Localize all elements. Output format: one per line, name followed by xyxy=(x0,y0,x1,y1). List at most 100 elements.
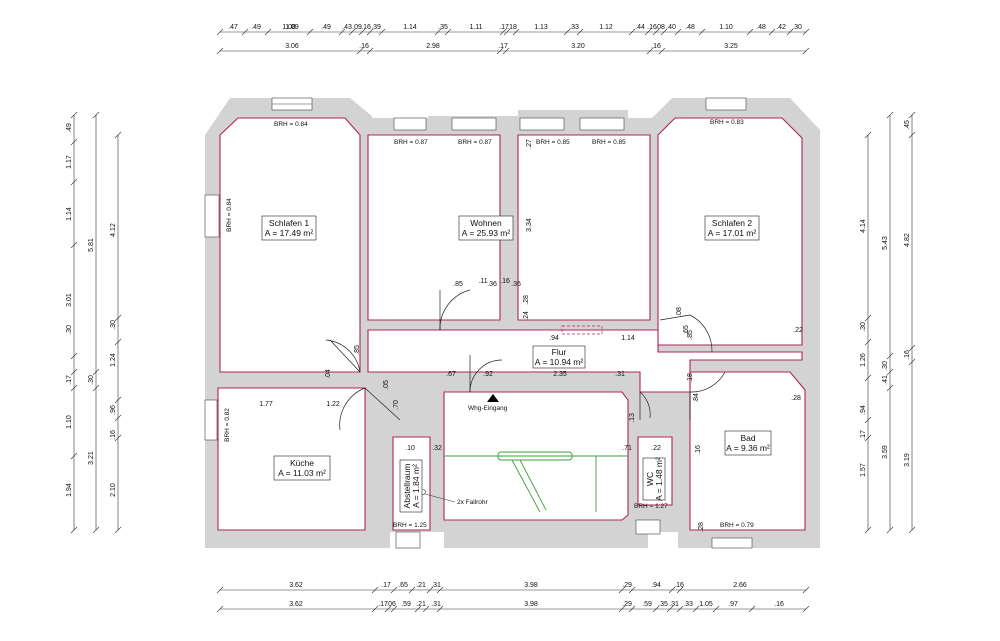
room-name-kueche: Küche xyxy=(290,458,314,468)
dim-label: .65 xyxy=(683,325,690,335)
dim-label: 1.17 xyxy=(66,155,73,169)
dim-label: .45 xyxy=(904,120,911,130)
dim-label: 1.14 xyxy=(66,207,73,221)
dim-label: .92 xyxy=(483,371,493,378)
dim-label: 2.10 xyxy=(110,483,117,497)
dim-label: .16 xyxy=(500,278,510,285)
dim-label: .33 xyxy=(683,601,693,608)
dim-label: .30 xyxy=(882,361,889,371)
room-name-schlafen2: Schlafen 2 xyxy=(712,218,752,228)
brh-labels: BRH = 0.84 BRH = 0.84 BRH = 0.87 BRH = 0… xyxy=(224,119,754,529)
doors xyxy=(325,289,726,431)
dim-label: .17 xyxy=(378,601,388,608)
dim-label: .35 xyxy=(658,601,668,608)
dim-label: 4.14 xyxy=(860,219,867,233)
dim-label: .13 xyxy=(629,413,636,423)
dim-label: 1.26 xyxy=(860,353,867,367)
dim-label: .94 xyxy=(651,582,661,589)
dim-label: .09 xyxy=(352,24,362,31)
dim-label: .28 xyxy=(791,395,801,402)
dim-label: .30 xyxy=(110,320,117,330)
dim-label: 1.13 xyxy=(534,24,548,31)
brh-s1-top: BRH = 0.84 xyxy=(274,121,308,128)
dim-label: 1.24 xyxy=(110,353,117,367)
room-labels: Schlafen 1 A = 17.49 m² Wohnen A = 25.93… xyxy=(261,215,772,513)
dim-label: .49 xyxy=(251,24,261,31)
dim-label: .18 xyxy=(507,24,517,31)
brh-wohnen-a: BRH = 0.87 xyxy=(394,139,428,146)
room-area-schlafen2: A = 17.01 m² xyxy=(708,228,757,238)
room-area-flur: A = 10.94 m² xyxy=(535,357,584,367)
dim-label: 1.10 xyxy=(66,415,73,429)
dim-label: .40 xyxy=(666,24,676,31)
brh-kueche-left: BRH = 0.82 xyxy=(224,408,231,442)
room-name-abstellraum: Abstellraum xyxy=(402,464,412,509)
dim-label: .39 xyxy=(371,24,381,31)
dim-chain-right-3: .454.82.163.19 xyxy=(904,120,911,467)
dim-label: .32 xyxy=(432,445,442,452)
dim-label: .85 xyxy=(354,345,361,355)
dim-label: .21 xyxy=(416,582,426,589)
dim-label: .16 xyxy=(647,24,657,31)
dim-label: 5.81 xyxy=(88,238,95,252)
dim-label: .44 xyxy=(635,24,645,31)
dim-label: .48 xyxy=(756,24,766,31)
dim-label: .41 xyxy=(882,375,889,385)
dim-label: 1.14 xyxy=(403,24,417,31)
dim-label: 4.82 xyxy=(904,233,911,247)
dim-label: 1.10 xyxy=(719,24,733,31)
dim-label: .84 xyxy=(693,393,700,403)
dim-label: .17 xyxy=(860,430,867,440)
dim-label: 3.34 xyxy=(526,218,533,232)
dimension-lines xyxy=(73,31,913,610)
brh-abst-bottom: BRH = 1.25 xyxy=(393,522,427,529)
brh-bad-bottom: BRH = 0.79 xyxy=(720,522,754,529)
dim-chain-left-1: .491.171.143.01.30.171.101.94 xyxy=(66,123,73,497)
entrance-marker xyxy=(487,394,499,402)
dim-label: .16 xyxy=(361,24,371,31)
room-area-schlafen1: A = 17.49 m² xyxy=(265,228,314,238)
dim-label: .85 xyxy=(687,330,694,340)
dim-label: .59 xyxy=(401,601,411,608)
dim-label: 1.09 xyxy=(285,24,299,31)
dim-label: .97 xyxy=(728,601,738,608)
dim-label: .31 xyxy=(615,371,625,378)
dim-label: .16 xyxy=(904,350,911,360)
dim-label: .35 xyxy=(438,24,448,31)
dim-label: .08 xyxy=(655,24,665,31)
dim-label: .31 xyxy=(431,582,441,589)
fallrohr-leader xyxy=(424,493,456,503)
dim-label: 1.94 xyxy=(66,483,73,497)
dim-label: 1.77 xyxy=(259,401,273,408)
dim-label: .30 xyxy=(792,24,802,31)
dim-label: .18 xyxy=(687,373,694,383)
room-area-kueche: A = 11.03 m² xyxy=(278,468,326,478)
dim-label: .16 xyxy=(674,582,684,589)
room-area-wohnen: A = 25.93 m² xyxy=(462,228,511,238)
room-area-abstellraum: A = 1.84 m² xyxy=(411,464,421,508)
dim-label: 2.98 xyxy=(426,43,440,50)
dim-label: .16 xyxy=(651,43,661,50)
dim-label: 2.66 xyxy=(733,582,747,589)
dim-label: .24 xyxy=(523,311,530,321)
dim-label: 3.01 xyxy=(66,293,73,307)
brh-wohnen-b: BRH = 0.87 xyxy=(458,139,492,146)
dim-label: .17 xyxy=(66,375,73,385)
dim-label: .17 xyxy=(499,24,509,31)
dim-label: .43 xyxy=(342,24,352,31)
dim-label: .04 xyxy=(325,369,332,379)
brh-s2-top: BRH = 0.83 xyxy=(710,119,744,126)
dim-label: .36 xyxy=(511,281,521,288)
dim-label: .30 xyxy=(860,322,867,332)
dim-label: 4.12 xyxy=(110,223,117,237)
dim-label: .29 xyxy=(622,582,632,589)
room-area-wc: A = 1.48 m² xyxy=(654,457,664,501)
dim-label: .48 xyxy=(685,24,695,31)
dim-label: 1.11 xyxy=(469,24,482,31)
dimension-ticks xyxy=(70,28,916,613)
dim-label: 3.62 xyxy=(289,601,303,608)
dim-label: .30 xyxy=(66,325,73,335)
